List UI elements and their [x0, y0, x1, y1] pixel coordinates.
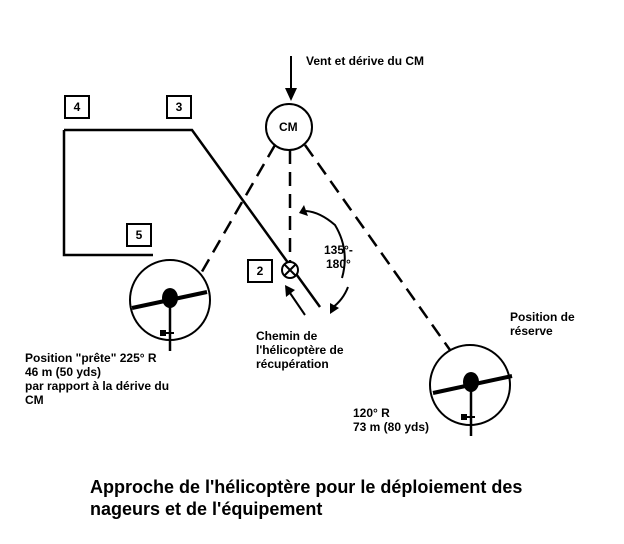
ready-label-line1: Position "prête" 225° R — [25, 351, 157, 365]
ready-label-line2: 46 m (50 yds) — [25, 365, 102, 379]
reserve-helicopter-icon — [429, 344, 513, 436]
approach-path — [62, 128, 322, 308]
path-label-line3: récupération — [256, 357, 329, 371]
wind-label: Vent et dérive du CM — [306, 54, 425, 68]
pickup-point-icon — [281, 261, 299, 279]
angle-arc-arrow — [305, 210, 346, 279]
reserve-label-line2: réserve — [510, 324, 553, 338]
position-box-5: 5 — [126, 223, 152, 247]
reserve-distance-line1: 120° R — [353, 406, 390, 420]
cm-label: CM — [279, 120, 298, 134]
reserve-distance-line2: 73 m (80 yds) — [353, 420, 430, 434]
position-box-2: 2 — [247, 259, 273, 283]
angle-label-line1: 135°- — [324, 243, 353, 257]
wind-arrow — [285, 56, 297, 101]
dashed-line-ready — [198, 144, 277, 276]
figure-caption: Approche de l'hélicoptère pour le déploi… — [90, 476, 590, 520]
position-box-3: 3 — [166, 95, 192, 119]
ready-label-line3: par rapport à la dérive du — [25, 379, 170, 393]
ready-helicopter-icon — [129, 259, 211, 351]
ready-label-line4: CM — [25, 393, 44, 407]
position-box-4: 4 — [64, 95, 90, 119]
reserve-label-line1: Position de — [510, 310, 575, 324]
angle-label-line2: 180° — [326, 257, 351, 271]
caption-line2: nageurs et de l'équipement — [90, 499, 323, 519]
path-direction-arrow — [285, 285, 306, 316]
path-label-line1: Chemin de — [256, 329, 318, 343]
dashed-line-reserve — [303, 144, 452, 351]
caption-line1: Approche de l'hélicoptère pour le déploi… — [90, 477, 523, 497]
path-label-line2: l'hélicoptère de — [256, 343, 344, 357]
